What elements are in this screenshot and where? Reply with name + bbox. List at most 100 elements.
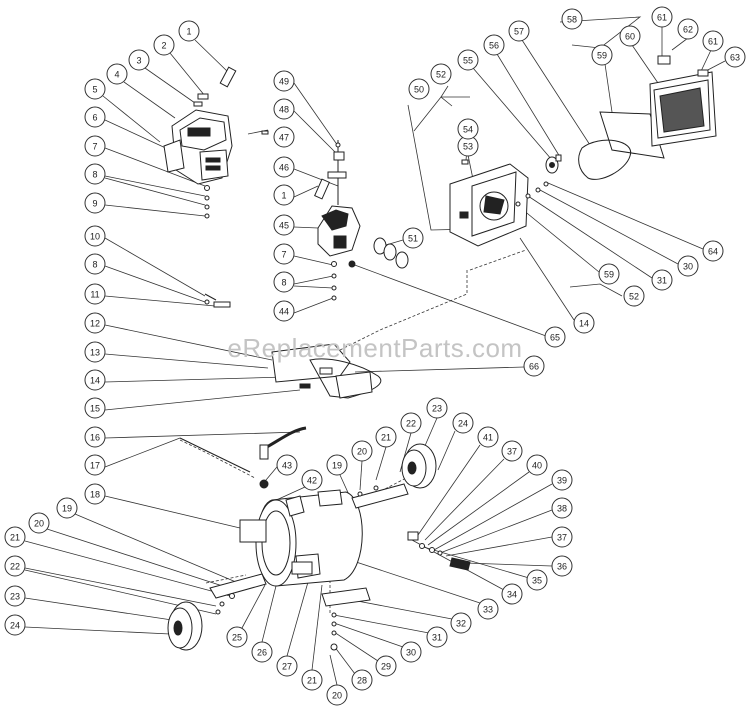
callout-number: 55 bbox=[463, 56, 473, 66]
callout-48: 48 bbox=[273, 98, 295, 120]
callout-61: 61 bbox=[651, 6, 673, 28]
callout-circle bbox=[251, 641, 273, 663]
callout-number: 16 bbox=[90, 433, 100, 443]
callout-number: 42 bbox=[307, 476, 317, 486]
callout-number: 14 bbox=[579, 319, 589, 329]
callout-number: 8 bbox=[281, 278, 286, 288]
callout-circle bbox=[526, 569, 548, 591]
callout-number: 65 bbox=[550, 333, 560, 343]
callout-number: 31 bbox=[657, 276, 667, 286]
callout-60: 60 bbox=[619, 25, 641, 47]
callout-19: 19 bbox=[56, 497, 78, 519]
callout-number: 64 bbox=[708, 247, 718, 257]
callout-number: 31 bbox=[432, 633, 442, 643]
callout-34: 34 bbox=[501, 583, 523, 605]
callout-21: 21 bbox=[375, 426, 397, 448]
callout-circle bbox=[408, 78, 430, 100]
callout-54: 54 bbox=[457, 118, 479, 140]
callout-circle bbox=[326, 684, 348, 706]
callout-number: 9 bbox=[92, 199, 97, 209]
callout-number: 14 bbox=[90, 376, 100, 386]
callout-59: 59 bbox=[598, 263, 620, 285]
callout-circle bbox=[702, 30, 724, 52]
callout-number: 30 bbox=[683, 262, 693, 272]
callout-37: 37 bbox=[501, 440, 523, 462]
callout-circle bbox=[84, 135, 106, 157]
callout-circle bbox=[619, 25, 641, 47]
callout-circle bbox=[4, 585, 26, 607]
callout-number: 61 bbox=[708, 37, 718, 47]
callout-circle bbox=[56, 497, 78, 519]
callout-30: 30 bbox=[677, 255, 699, 277]
callout-number: 52 bbox=[436, 70, 446, 80]
callout-circle bbox=[273, 126, 295, 148]
callout-number: 27 bbox=[282, 662, 292, 672]
callout-number: 1 bbox=[186, 27, 191, 37]
callout-4: 4 bbox=[106, 63, 128, 85]
callout-circle bbox=[598, 263, 620, 285]
callout-20: 20 bbox=[28, 512, 50, 534]
leader-lines bbox=[24, 16, 726, 686]
callout-number: 11 bbox=[90, 290, 99, 300]
callout-circle bbox=[426, 626, 448, 648]
callout-circle bbox=[84, 483, 106, 505]
callout-1: 1 bbox=[273, 184, 295, 206]
callout-49: 49 bbox=[273, 70, 295, 92]
callout-45: 45 bbox=[273, 214, 295, 236]
callout-58: 58 bbox=[561, 8, 583, 30]
callout-circle bbox=[526, 454, 548, 476]
callout-47: 47 bbox=[273, 126, 295, 148]
callout-circle bbox=[452, 412, 474, 434]
callout-circle bbox=[402, 227, 424, 249]
callout-2: 2 bbox=[153, 34, 175, 56]
callout-circle bbox=[477, 598, 499, 620]
callout-59: 59 bbox=[591, 44, 613, 66]
callout-number: 22 bbox=[10, 562, 20, 572]
callout-circle bbox=[426, 397, 448, 419]
callout-circle bbox=[84, 369, 106, 391]
callout-circle bbox=[273, 184, 295, 206]
callout-number: 7 bbox=[281, 250, 286, 260]
callout-number: 21 bbox=[10, 533, 20, 543]
callout-circle bbox=[84, 163, 106, 185]
callout-circle bbox=[591, 44, 613, 66]
callout-circle bbox=[84, 78, 106, 100]
callout-number: 29 bbox=[381, 662, 391, 672]
callout-number: 63 bbox=[730, 53, 740, 63]
callout-circle bbox=[375, 426, 397, 448]
callout-circle bbox=[457, 118, 479, 140]
callout-number: 1 bbox=[281, 191, 286, 201]
callout-circle bbox=[351, 440, 373, 462]
callout-circle bbox=[508, 20, 530, 42]
callout-circle bbox=[273, 243, 295, 265]
callout-38: 38 bbox=[551, 497, 573, 519]
callout-25: 25 bbox=[226, 626, 248, 648]
callout-number: 20 bbox=[332, 691, 342, 701]
callout-circle bbox=[301, 469, 323, 491]
callout-44: 44 bbox=[273, 300, 295, 322]
callout-5: 5 bbox=[84, 78, 106, 100]
callout-3: 3 bbox=[128, 49, 150, 71]
callout-24: 24 bbox=[452, 412, 474, 434]
callout-number: 10 bbox=[90, 232, 100, 242]
callout-40: 40 bbox=[526, 454, 548, 476]
callout-circle bbox=[273, 156, 295, 178]
callout-number: 21 bbox=[307, 676, 317, 686]
callout-circle bbox=[457, 49, 479, 71]
callout-29: 29 bbox=[375, 655, 397, 677]
callout-42: 42 bbox=[301, 469, 323, 491]
callout-circle bbox=[84, 397, 106, 419]
callout-number: 2 bbox=[161, 41, 166, 51]
callout-number: 32 bbox=[456, 619, 466, 629]
callout-circle bbox=[523, 355, 545, 377]
callout-circle bbox=[430, 63, 452, 85]
callout-circle bbox=[273, 214, 295, 236]
callout-circle bbox=[677, 18, 699, 40]
callout-number: 57 bbox=[514, 27, 524, 37]
callout-number: 49 bbox=[279, 77, 289, 87]
callout-number: 15 bbox=[90, 404, 100, 414]
callout-number: 59 bbox=[597, 51, 607, 61]
callout-number: 46 bbox=[279, 163, 289, 173]
right-wheel bbox=[351, 443, 437, 509]
callout-10: 10 bbox=[84, 225, 106, 247]
